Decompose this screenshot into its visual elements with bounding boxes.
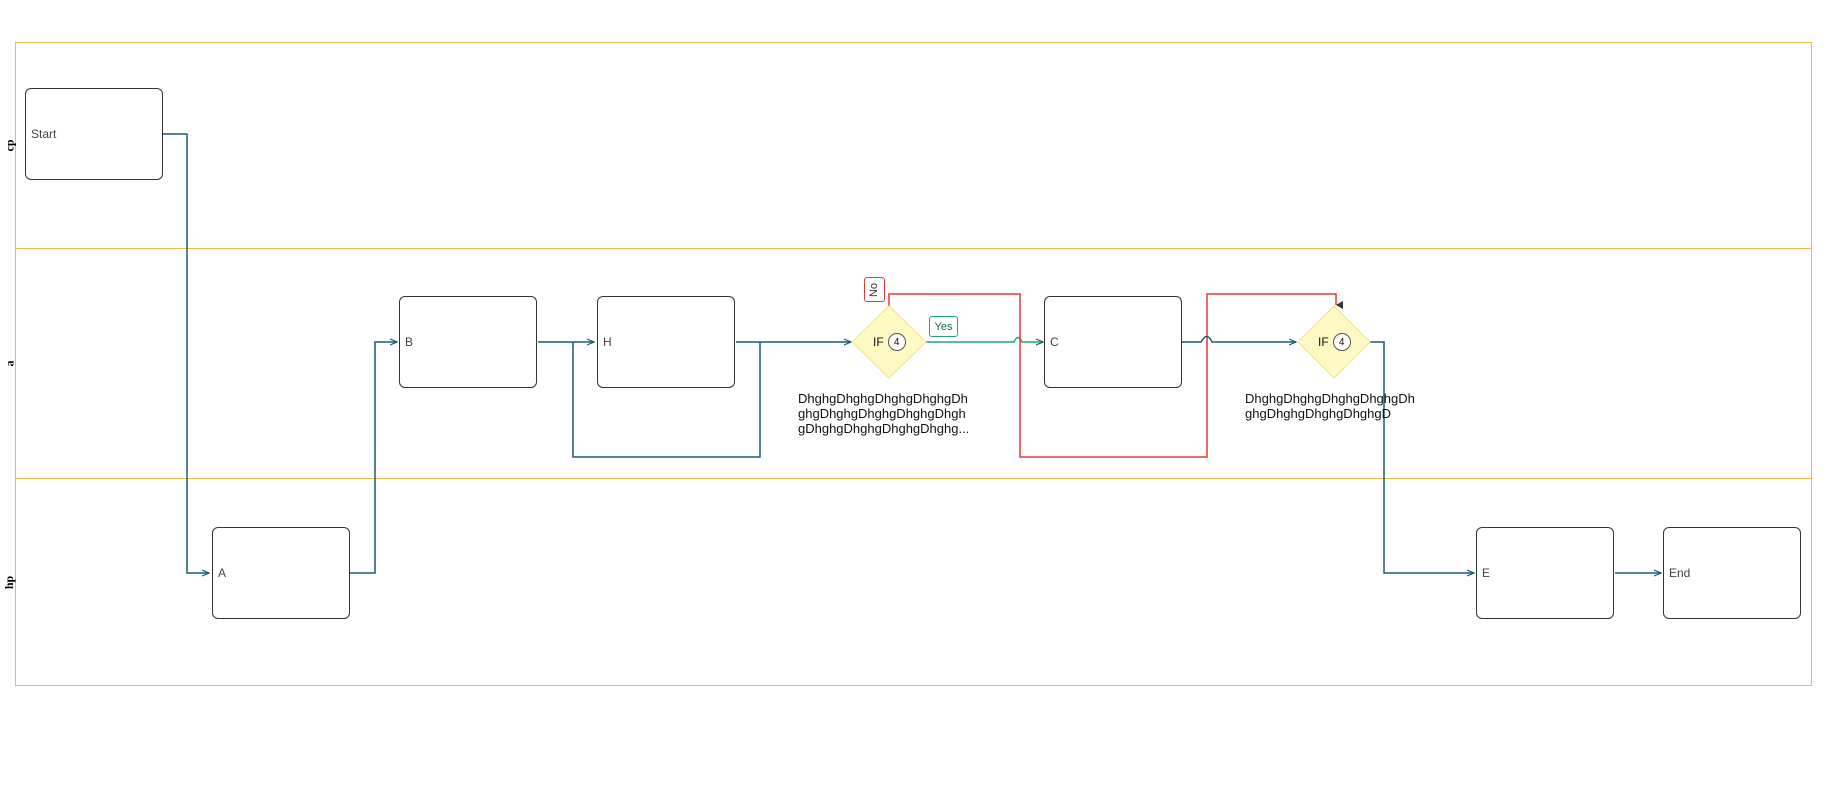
- start-node[interactable]: Start: [25, 88, 163, 180]
- start-node-label: Start: [31, 127, 57, 141]
- end-node-label: End: [1669, 566, 1691, 580]
- gateway-1-type: IF: [873, 335, 884, 349]
- flow-no-gateway1-to-gateway2[interactable]: [888, 293, 1343, 458]
- flow-yes-gateway1-to-c[interactable]: [926, 336, 1041, 343]
- flow-loop-b-to-gateway1[interactable]: [572, 342, 761, 458]
- task-e[interactable]: E: [1476, 527, 1614, 619]
- task-h[interactable]: H: [597, 296, 735, 388]
- end-node[interactable]: End: [1663, 527, 1801, 619]
- gateway-1-label: IF 4: [873, 333, 906, 351]
- gateway-2-type: IF: [1318, 335, 1329, 349]
- flow-c-to-gateway2[interactable]: [1182, 335, 1296, 343]
- gateway-1-description-line: ghgDhghgDhghgDhghgDhgh: [798, 406, 966, 421]
- yes-tag: Yes: [929, 316, 958, 337]
- gateway-1-description: DhghgDhghgDhghgDhghgDh ghgDhghgDhghgDhgh…: [798, 391, 969, 436]
- gateway-2-description-line: DhghgDhghgDhghgDhghgDh: [1245, 391, 1415, 406]
- task-e-label: E: [1482, 566, 1491, 580]
- gateway-1-description-line: DhghgDhghgDhghgDhghgDh: [798, 391, 968, 406]
- task-c[interactable]: C: [1044, 296, 1182, 388]
- gateway-2-description: DhghgDhghgDhghgDhghgDh ghgDhghgDhghgDhgh…: [1245, 391, 1415, 421]
- gateway-1-count-badge: 4: [887, 333, 906, 351]
- task-c-label: C: [1050, 335, 1059, 349]
- gateway-2-label: IF 4: [1318, 333, 1351, 351]
- no-tag: No: [864, 277, 885, 302]
- task-b-label: B: [405, 335, 414, 349]
- flow-gateway2-to-e[interactable]: [1370, 341, 1474, 573]
- flow-start-to-a[interactable]: [163, 133, 209, 573]
- task-a-label: A: [218, 566, 227, 580]
- gateway-2-count-badge: 4: [1332, 333, 1351, 351]
- task-h-label: H: [603, 335, 612, 349]
- lane-hp[interactable]: [15, 478, 1812, 686]
- gateway-1-description-line: gDhghgDhghgDhghgDhghg...: [798, 421, 970, 436]
- gateway-2-description-line: ghgDhghgDhghgDhghgD: [1245, 406, 1392, 421]
- task-b[interactable]: B: [399, 296, 537, 388]
- task-a[interactable]: A: [212, 527, 350, 619]
- flow-a-to-b[interactable]: [350, 342, 397, 574]
